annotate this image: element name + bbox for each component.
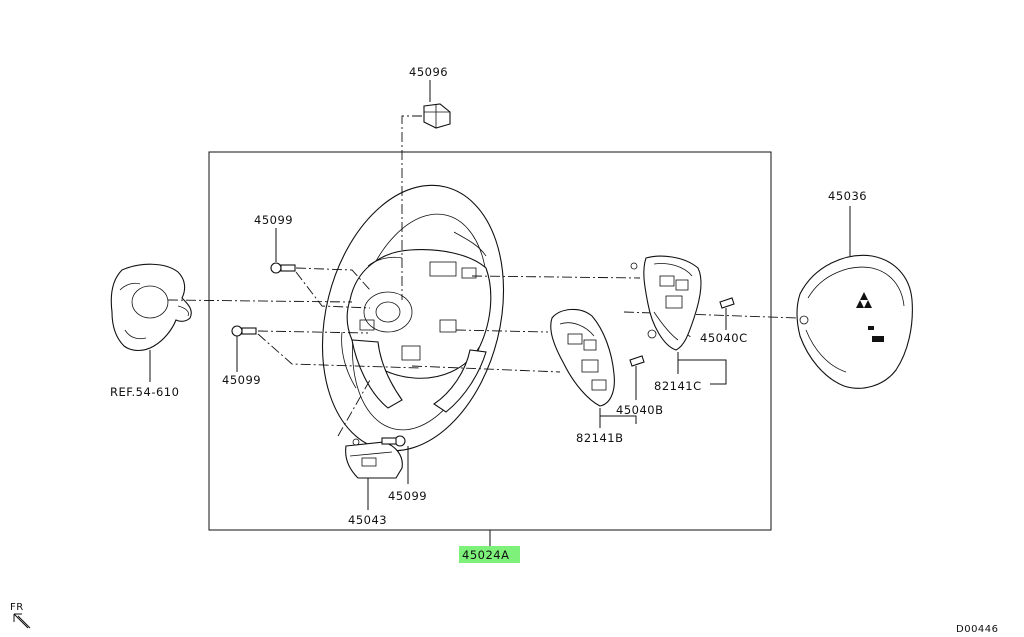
- label-45040B[interactable]: 45040B: [616, 403, 663, 417]
- label-ref-54-610[interactable]: REF.54-610: [110, 385, 179, 399]
- nut-45096-part: [423, 103, 451, 129]
- label-45024A[interactable]: 45024A: [462, 548, 509, 562]
- dash-clock-spring: [167, 299, 353, 303]
- label-highlight: [459, 546, 520, 563]
- dash-switch-b: [455, 329, 549, 333]
- dash-45099-top-b: [295, 271, 371, 309]
- bolt-45099-top-part: [270, 262, 296, 274]
- dash-45096: [401, 115, 422, 300]
- clip-45040B-part: [629, 355, 645, 367]
- airbag-module-part: [796, 254, 913, 389]
- clock-spring-part: [110, 263, 192, 352]
- label-45099-left[interactable]: 45099: [222, 373, 261, 387]
- bolt-45099-left-part: [231, 325, 257, 337]
- switch-right-part: [630, 255, 702, 351]
- dash-switch-c: [471, 275, 641, 279]
- switch-left-part: [550, 308, 615, 407]
- dash-45043: [337, 379, 371, 437]
- steering-wheel-part: [321, 184, 505, 452]
- fr-arrow-icon: [13, 613, 31, 629]
- label-45043[interactable]: 45043: [348, 513, 387, 527]
- dash-45099-left: [257, 330, 369, 334]
- dash-45099-left-b: [257, 333, 421, 369]
- bracket-left: [600, 415, 637, 424]
- diagram-code: D00446: [956, 624, 999, 635]
- label-fr: FR: [10, 602, 24, 613]
- label-45099-top[interactable]: 45099: [254, 213, 293, 227]
- clip-45040C-part: [719, 297, 735, 309]
- bolt-45099-bottom-part: [381, 435, 406, 447]
- label-82141B[interactable]: 82141B: [576, 431, 623, 445]
- dash-airbag: [623, 311, 799, 319]
- label-45099-bottom[interactable]: 45099: [388, 489, 427, 503]
- label-45040C[interactable]: 45040C: [700, 331, 748, 345]
- cover-45043-part: [345, 438, 403, 479]
- bracket-right: [678, 359, 727, 385]
- dash-45099-top: [295, 267, 371, 291]
- dash-switch-b2: [411, 365, 561, 373]
- label-82141C[interactable]: 82141C: [654, 379, 702, 393]
- emblem-icon: [860, 292, 868, 300]
- label-45036[interactable]: 45036: [828, 189, 867, 203]
- label-45096[interactable]: 45096: [409, 65, 448, 79]
